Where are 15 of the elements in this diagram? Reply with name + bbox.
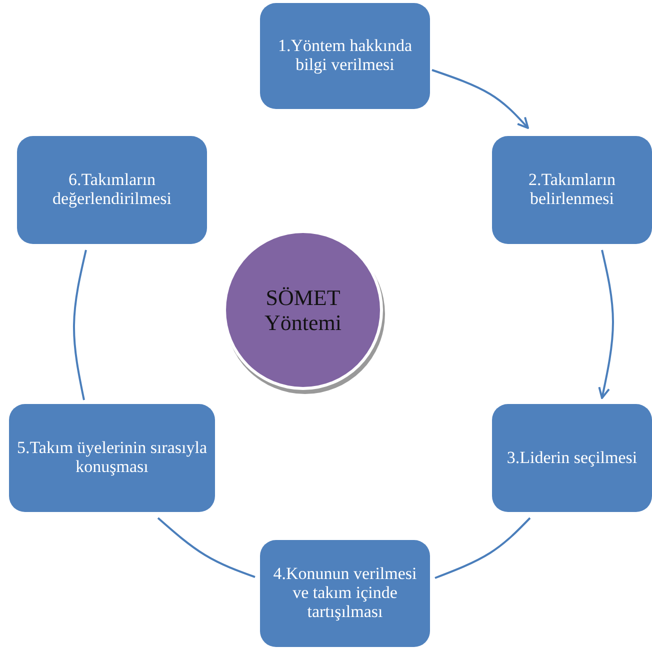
step-box bbox=[492, 136, 652, 244]
step-box bbox=[9, 404, 215, 512]
step-box bbox=[17, 136, 207, 244]
step-label: 5.Takım üyelerinin sırasıyla konuşması bbox=[16, 439, 208, 477]
curved-arrow bbox=[598, 250, 614, 399]
curved-arrow bbox=[432, 69, 529, 129]
step-label: 4.Konunun verilmesi ve takım içinde tartışılması bbox=[272, 565, 418, 622]
step-label: 2.Takımların belirlenmesi bbox=[527, 171, 617, 209]
step-label: 1.Yöntem hakkında bilgi verilmesi bbox=[276, 37, 414, 75]
step-box bbox=[260, 540, 430, 647]
step-box bbox=[260, 3, 430, 109]
step-label: 3.Liderin seçilmesi bbox=[506, 448, 638, 468]
step-label: SÖMET Yöntemi bbox=[264, 284, 342, 336]
step-box bbox=[492, 404, 652, 512]
step-label: 6.Takımların değerlendirilmesi bbox=[52, 171, 172, 209]
